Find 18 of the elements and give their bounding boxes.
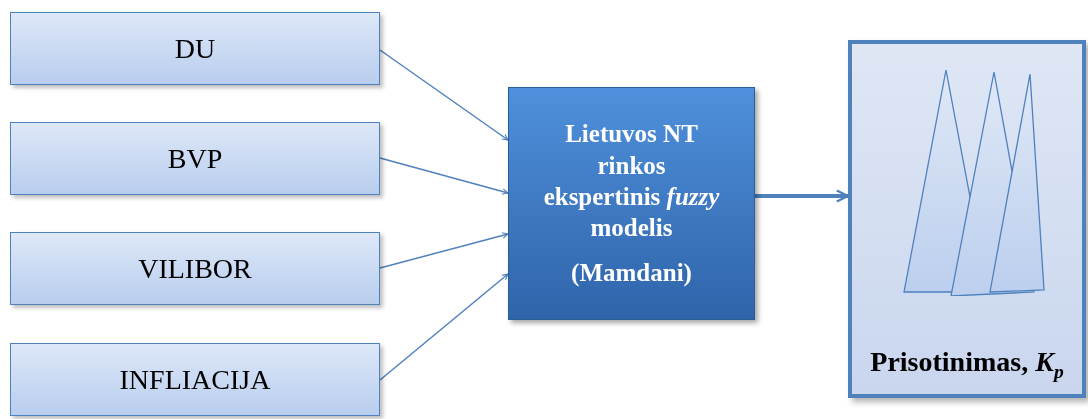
model-box xyxy=(508,87,755,320)
input-label: DU xyxy=(174,32,216,65)
input-label: VILIBOR xyxy=(138,252,252,285)
input-box xyxy=(10,12,380,85)
arrow xyxy=(379,232,509,269)
model-subtitle: (Mamdani) xyxy=(571,258,692,289)
input-label: BVP xyxy=(167,142,223,175)
input-box xyxy=(10,343,380,416)
output-box xyxy=(848,40,1086,398)
arrow xyxy=(379,273,509,381)
arrow xyxy=(379,49,509,141)
output-label: Prisotinimas, K$_{p}$ xyxy=(870,344,1064,384)
arrow xyxy=(755,189,850,203)
arrow xyxy=(379,157,509,195)
input-box xyxy=(10,122,380,195)
model-title: Lietuvos NT rinkos ekspertinis fuzzy modelis xyxy=(542,119,721,244)
input-box xyxy=(10,232,380,305)
input-label: INFLIACIJA xyxy=(119,363,271,396)
